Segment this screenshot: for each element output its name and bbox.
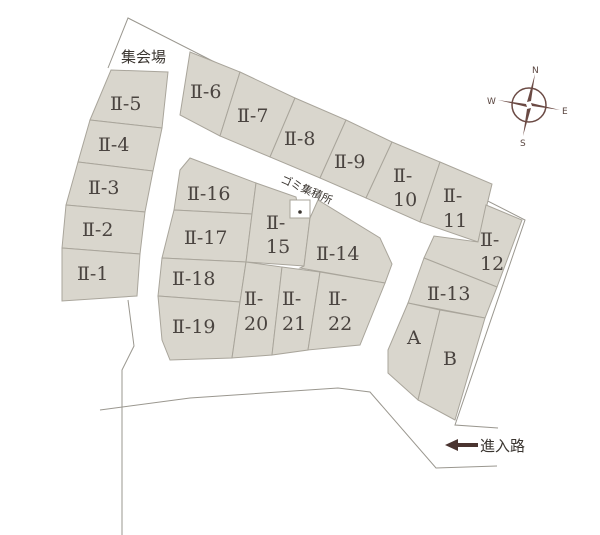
compass-north-label: N xyxy=(532,66,539,76)
lot-label-ii-15-a: Ⅱ- xyxy=(266,212,285,234)
lot-label-ii-22-a: Ⅱ- xyxy=(328,288,347,310)
entrance-road-label: 進入路 xyxy=(480,437,525,455)
lot-b[interactable] xyxy=(417,309,486,421)
lot-label-ii-1: Ⅱ-1 xyxy=(77,263,108,285)
lot-label-ii-7: Ⅱ-7 xyxy=(237,105,268,127)
lot-label-ii-11-a: Ⅱ- xyxy=(443,185,462,207)
entrance-road: 進入路 xyxy=(445,437,525,455)
lot-ii-20[interactable] xyxy=(231,261,283,359)
lot-label-ii-22-b: 22 xyxy=(328,313,352,335)
community-hall-label: 集会場 xyxy=(121,48,166,66)
lot-label-ii-20-b: 20 xyxy=(244,313,268,335)
lot-ii-19[interactable] xyxy=(157,295,241,361)
lots-east-column xyxy=(387,204,523,421)
compass-needle-north xyxy=(527,74,535,102)
lot-label-ii-9: Ⅱ-9 xyxy=(334,151,365,173)
lot-label-ii-18: Ⅱ-18 xyxy=(172,268,216,290)
road-lines xyxy=(99,17,526,535)
lot-label-b: B xyxy=(443,348,457,370)
lot-label-ii-6: Ⅱ-6 xyxy=(190,81,221,103)
garbage-point-box xyxy=(289,199,311,219)
compass-needle-south xyxy=(523,108,531,136)
lots-west-column xyxy=(61,69,169,302)
compass-ring xyxy=(511,87,547,123)
lot-ii-1[interactable] xyxy=(61,247,141,302)
lot-label-ii-19: Ⅱ-19 xyxy=(172,316,216,338)
lot-label-ii-12-a: Ⅱ- xyxy=(480,229,499,251)
lot-label-ii-21-b: 21 xyxy=(282,313,306,335)
lot-label-ii-8: Ⅱ-8 xyxy=(284,128,315,150)
lot-ii-14[interactable] xyxy=(298,199,393,284)
compass-needle-east xyxy=(531,103,560,110)
compass-needle-west xyxy=(498,100,527,107)
lot-label-ii-15-b: 15 xyxy=(266,236,290,258)
lot-label-ii-17: Ⅱ-17 xyxy=(184,227,228,249)
lot-label-ii-12-b: 12 xyxy=(480,253,504,275)
road-outline-west xyxy=(121,299,135,535)
lot-label-ii-4: Ⅱ-4 xyxy=(98,134,129,156)
lot-label-ii-13: Ⅱ-13 xyxy=(427,283,471,305)
lot-ii-22[interactable] xyxy=(307,271,386,351)
lot-label-a: A xyxy=(406,327,421,349)
lot-label-ii-20-a: Ⅱ- xyxy=(244,288,263,310)
lot-label-ii-10-a: Ⅱ- xyxy=(393,165,412,187)
lot-labels: Ⅱ-5 Ⅱ-4 Ⅱ-3 Ⅱ-2 Ⅱ-1 Ⅱ-6 Ⅱ-7 Ⅱ-8 Ⅱ-9 Ⅱ- 1… xyxy=(77,81,504,370)
lot-label-ii-2: Ⅱ-2 xyxy=(82,219,113,241)
compass-south-label: S xyxy=(520,139,526,149)
arrow-left-icon xyxy=(445,439,478,451)
compass-rose-icon: N S E W xyxy=(487,66,568,149)
road-outline-north xyxy=(107,17,526,429)
lots-central-block xyxy=(157,157,393,361)
lot-label-ii-10-b: 10 xyxy=(393,189,417,211)
lot-label-ii-3: Ⅱ-3 xyxy=(88,177,119,199)
lot-label-ii-14: Ⅱ-14 xyxy=(316,243,360,265)
lot-label-ii-5: Ⅱ-5 xyxy=(110,93,141,115)
compass-east-label: E xyxy=(562,107,568,117)
garbage-point-dot xyxy=(298,210,302,214)
lot-label-ii-16: Ⅱ-16 xyxy=(187,183,231,205)
lots-north-row xyxy=(179,51,493,243)
road-outline-south xyxy=(99,387,498,469)
lot-a[interactable] xyxy=(387,302,441,401)
lot-label-ii-21-a: Ⅱ- xyxy=(282,288,301,310)
lot-label-ii-11-b: 11 xyxy=(443,210,467,232)
compass-west-label: W xyxy=(487,97,496,107)
